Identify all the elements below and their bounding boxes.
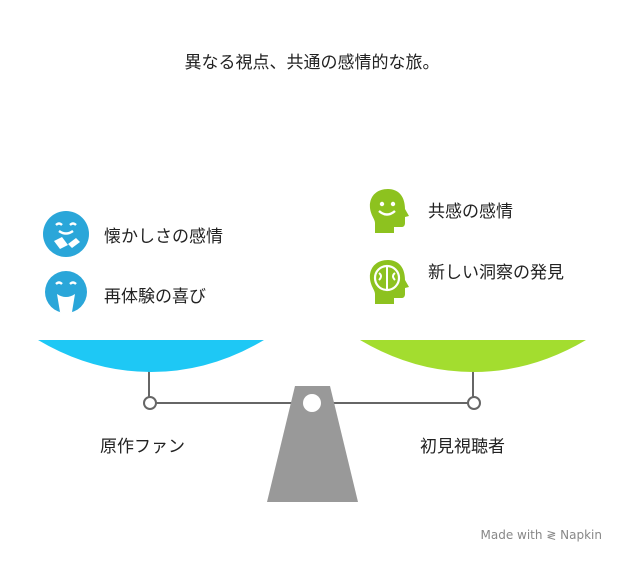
napkin-credit: Made with ≷ Napkin [480,528,603,542]
fulcrum [267,386,358,502]
right-item-2-label: 新しい洞察の発見 [428,263,564,283]
left-item-2-label: 再体験の喜び [104,287,206,307]
left-side-name: 原作ファン [100,437,185,457]
nostalgia-icon [43,211,89,257]
right-pan [360,340,586,372]
left-item-1-label: 懐かしさの感情 [104,227,223,247]
right-side-name: 初見視聴者 [420,437,505,457]
brain-head-icon [369,260,409,304]
right-item-1-label: 共感の感情 [428,202,513,222]
diagram-title: 異なる視点、共通の感情的な旅。 [184,53,440,73]
fulcrum-pin [303,394,321,412]
right-hanger [472,367,474,403]
right-pivot [467,396,481,410]
joy-face-icon [45,271,87,314]
left-pivot [143,396,157,410]
left-pan [38,340,264,372]
smiling-head-icon [369,189,409,233]
left-hanger [148,367,150,403]
